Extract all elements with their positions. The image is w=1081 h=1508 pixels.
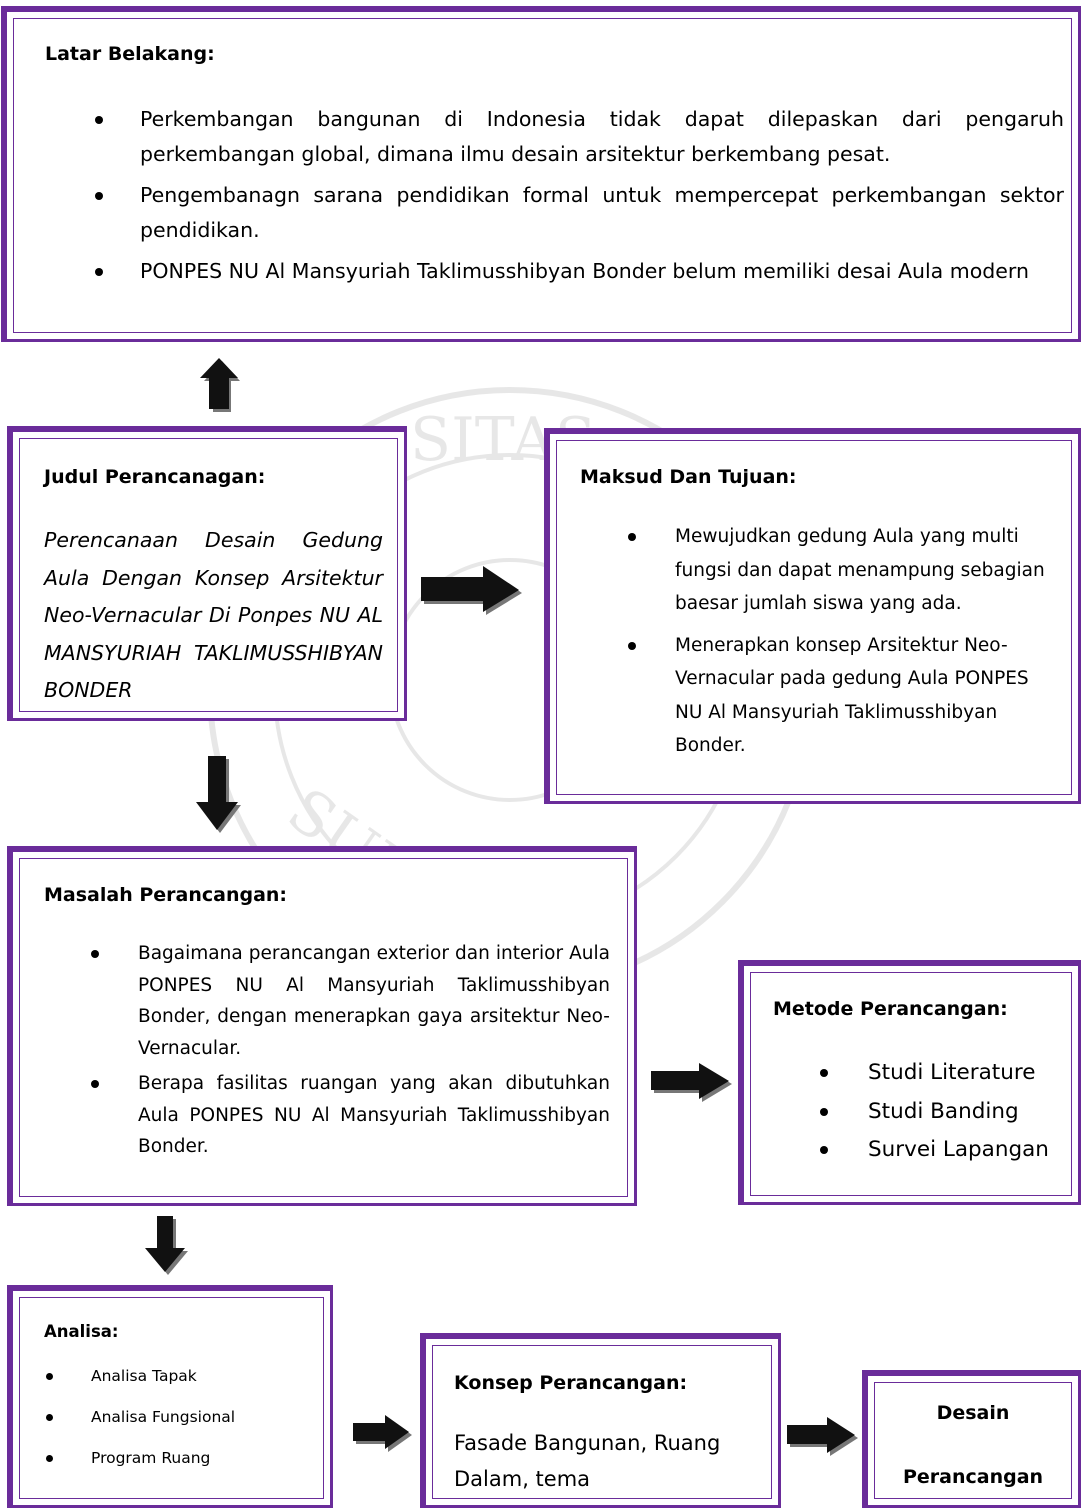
latar-item-3: PONPES NU Al Mansyuriah Taklimusshibyan … <box>95 254 1064 289</box>
analisa-list: Analisa Tapak Analisa Fungsional Program… <box>46 1356 326 1479</box>
konsep-text: Fasade Bangunan, Ruang Dalam, tema <box>454 1431 721 1491</box>
metode-inner-frame <box>750 972 1072 1196</box>
masalah-item-1: Bagaimana perancangan exterior dan inter… <box>91 938 610 1064</box>
arrow-right-icon <box>353 1415 412 1452</box>
maksud-item-1: Mewujudkan gedung Aula yang multi fungsi… <box>628 520 1045 621</box>
judul-inner-frame <box>19 438 398 712</box>
konsep-inner-frame <box>432 1345 772 1499</box>
masalah-inner-frame <box>19 858 628 1197</box>
latar-belakang-box: Latar Belakang: Perkembangan bangunan di… <box>1 6 1081 342</box>
desain-line-1: Desain <box>936 1402 1010 1424</box>
konsep-title: Konsep Perancangan: <box>454 1372 688 1394</box>
latar-item-2: Pengembanagn sarana pendidikan formal un… <box>95 178 1064 248</box>
metode-list: Studi Literature Studi Banding Survei La… <box>820 1054 1078 1170</box>
maksud-list: Mewujudkan gedung Aula yang multi fungsi… <box>628 520 1045 763</box>
analisa-title: Analisa: <box>44 1322 119 1341</box>
maksud-item-2: Menerapkan konsep Arsitektur Neo-Vernacu… <box>628 629 1045 763</box>
arrow-down-icon <box>145 1216 188 1275</box>
masalah-item-2: Berapa fasilitas ruangan yang akan dibut… <box>91 1068 610 1163</box>
masalah-list: Bagaimana perancangan exterior dan inter… <box>91 938 610 1163</box>
arrow-right-icon <box>787 1417 858 1456</box>
analisa-box: Analisa: Analisa Tapak Analisa Fungsiona… <box>7 1285 333 1508</box>
desain-inner-frame <box>874 1382 1072 1499</box>
arrow-right-icon <box>421 566 522 615</box>
latar-belakang-list: Perkembangan bangunan di Indonesia tidak… <box>95 102 1064 289</box>
analisa-item-2: Analisa Fungsional <box>46 1397 326 1438</box>
metode-item-2: Studi Banding <box>820 1093 1078 1132</box>
maksud-inner-frame <box>556 440 1072 795</box>
metode-item-3: Survei Lapangan <box>820 1131 1078 1170</box>
judul-text: Perencanaan Desain Gedung Aula Dengan Ko… <box>44 528 383 702</box>
judul-perancangan-box: Judul Perancanagan: Perencanaan Desain G… <box>7 426 407 721</box>
maksud-title: Maksud Dan Tujuan: <box>580 466 797 488</box>
latar-belakang-inner-frame <box>13 18 1072 333</box>
masalah-perancangan-box: Masalah Perancangan: Bagaimana perancang… <box>7 846 637 1206</box>
analisa-item-3: Program Ruang <box>46 1438 326 1479</box>
analisa-item-1: Analisa Tapak <box>46 1356 326 1397</box>
latar-item-1: Perkembangan bangunan di Indonesia tidak… <box>95 102 1064 172</box>
metode-item-1: Studi Literature <box>820 1054 1078 1093</box>
analisa-inner-frame <box>19 1297 324 1499</box>
metode-perancangan-box: Metode Perancangan: Studi Literature Stu… <box>738 960 1081 1205</box>
masalah-title: Masalah Perancangan: <box>44 884 288 906</box>
desain-line-2: Perancangan <box>902 1466 1044 1488</box>
konsep-perancangan-box: Konsep Perancangan: Fasade Bangunan, Rua… <box>420 1333 781 1508</box>
metode-title: Metode Perancangan: <box>773 998 1008 1020</box>
maksud-tujuan-box: Maksud Dan Tujuan: Mewujudkan gedung Aul… <box>544 428 1081 804</box>
judul-title: Judul Perancanagan: <box>44 466 266 488</box>
latar-belakang-title: Latar Belakang: <box>45 43 215 65</box>
desain-perancangan-box: Desain Perancangan <box>862 1370 1081 1508</box>
arrow-down-icon <box>196 756 241 833</box>
arrow-right-icon <box>651 1063 732 1102</box>
arrow-up-icon <box>200 358 240 412</box>
